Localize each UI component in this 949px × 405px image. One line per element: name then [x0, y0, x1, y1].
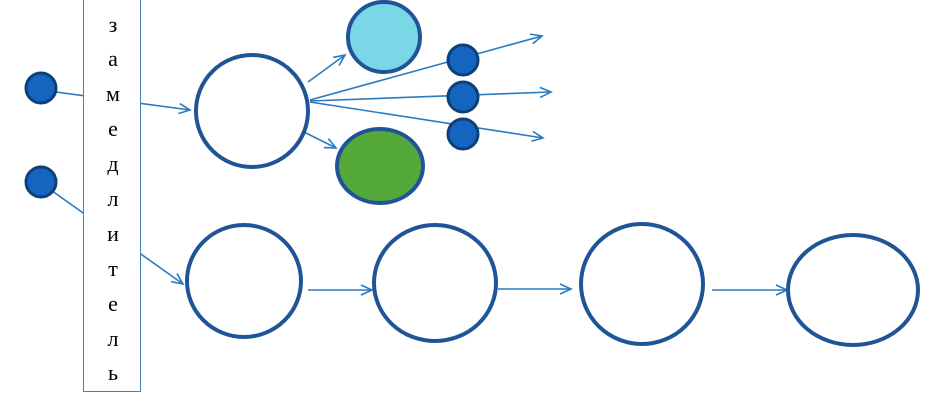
- chain-node-3: [579, 222, 705, 346]
- moderator-letter: л: [107, 326, 119, 351]
- light-fragment: [346, 0, 422, 74]
- emitted-neutron-1: [446, 43, 480, 77]
- chain-node-2: [372, 223, 498, 343]
- emitted-neutron-3: [446, 117, 480, 151]
- chain-node-4: [786, 233, 920, 347]
- arrow-to-green-fragment: [299, 129, 338, 149]
- moderator-letter: и: [107, 221, 119, 246]
- target-nucleus: [194, 53, 310, 169]
- incoming-neutron-bottom: [24, 165, 58, 199]
- moderator-letter: т: [108, 256, 118, 281]
- incoming-neutron-top: [24, 71, 58, 105]
- moderator-letter: м: [106, 81, 120, 106]
- moderator-letter: а: [108, 46, 118, 71]
- arrow-emitted-neutron-3: [309, 101, 545, 143]
- moderator-letter: ь: [107, 360, 119, 385]
- moderator-box: з а м е д л и т е л ь: [83, 0, 141, 392]
- chain-node-1: [185, 223, 303, 339]
- emitted-neutron-2: [446, 80, 480, 114]
- moderator-letter: л: [107, 186, 119, 211]
- green-fragment: [335, 127, 425, 205]
- moderator-letter: е: [108, 291, 118, 316]
- arrow-emitted-neutron-1: [309, 33, 544, 101]
- moderator-letter: е: [108, 116, 118, 141]
- arrow-to-light-fragment: [307, 53, 347, 83]
- moderator-letter: з: [108, 12, 118, 37]
- arrow-emitted-neutron-2: [309, 86, 553, 102]
- moderator-letter: д: [107, 151, 119, 176]
